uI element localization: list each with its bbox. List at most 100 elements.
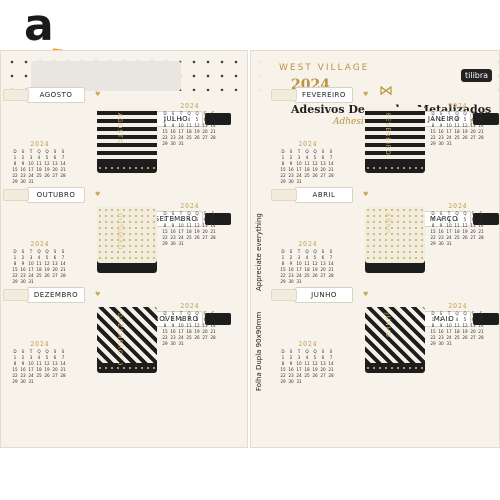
weekday-label: S xyxy=(203,111,207,116)
day-number: 11 xyxy=(454,223,460,228)
day-number: 19 xyxy=(194,329,200,334)
weekday-label: S xyxy=(329,149,333,154)
side-tagline: Appreciate everything xyxy=(255,213,263,291)
weekday-label: T xyxy=(29,149,33,154)
day-number: 16 xyxy=(288,167,294,172)
weekday-label: S xyxy=(479,111,483,116)
day-number: 4 xyxy=(37,255,41,260)
day-number: 8 xyxy=(163,223,167,228)
weekday-label: Q xyxy=(37,349,41,354)
day-number: 15 xyxy=(280,267,286,272)
day-number: 12 xyxy=(462,123,468,128)
day-number: 28 xyxy=(60,373,66,378)
day-number: 31 xyxy=(28,379,34,384)
day-number: 15 xyxy=(430,229,436,234)
month-tab-label[interactable]: OUTUBRO xyxy=(27,187,85,203)
month-tab-label[interactable]: AGOSTO xyxy=(27,87,85,103)
day-number: 31 xyxy=(446,141,452,146)
day-number: 13 xyxy=(470,223,476,228)
day-number: 6 xyxy=(321,155,325,160)
day-number: 21 xyxy=(210,229,216,234)
logo-letter: a xyxy=(24,0,54,51)
day-number: 13 xyxy=(202,223,208,228)
weekday-label: T xyxy=(447,211,451,216)
day-number: 2 xyxy=(439,217,443,222)
day-number: 18 xyxy=(36,267,42,272)
day-number: 5 xyxy=(463,317,467,322)
day-number: 19 xyxy=(194,229,200,234)
day-number: 22 xyxy=(280,373,286,378)
month-sticker-tile xyxy=(97,207,157,263)
day-number: 23 xyxy=(20,373,26,378)
day-number: 1 xyxy=(281,155,285,160)
day-number: 30 xyxy=(438,241,444,246)
day-number: 17 xyxy=(28,167,34,172)
day-number: 22 xyxy=(280,173,286,178)
day-number: 13 xyxy=(202,323,208,328)
day-number: 15 xyxy=(12,367,18,372)
day-number: 20 xyxy=(52,367,58,372)
calendar-year: 2024 xyxy=(30,241,50,248)
day-number: 13 xyxy=(320,161,326,166)
month-tab-label[interactable]: DEZEMBRO xyxy=(27,287,85,303)
weekday-label: S xyxy=(479,211,483,216)
day-number: 14 xyxy=(210,323,216,328)
weekday-label: Q xyxy=(463,211,467,216)
weekday-label: S xyxy=(289,349,293,354)
month-sticker-tile xyxy=(97,307,157,363)
day-number: 13 xyxy=(52,361,58,366)
month-tab-label[interactable]: FEVEREIRO xyxy=(295,87,353,103)
day-number: 13 xyxy=(52,261,58,266)
weekday-label: Q xyxy=(187,211,191,216)
weekday-label: Q xyxy=(313,349,317,354)
weekday-label: S xyxy=(171,211,175,216)
day-number: 9 xyxy=(21,161,25,166)
day-number: 23 xyxy=(438,235,444,240)
weekday-label: S xyxy=(21,249,25,254)
day-number: 18 xyxy=(186,229,192,234)
day-number: 3 xyxy=(179,217,183,222)
day-number: 24 xyxy=(446,335,452,340)
bow-icon: ⋈ xyxy=(379,83,393,99)
month-sticker-tile xyxy=(97,107,157,163)
day-number: 29 xyxy=(162,141,168,146)
day-number: 3 xyxy=(179,317,183,322)
day-number: 24 xyxy=(178,335,184,340)
day-number: 24 xyxy=(446,235,452,240)
weekday-label: Q xyxy=(195,111,199,116)
month-tab-label[interactable]: JUNHO xyxy=(295,287,353,303)
day-number: 27 xyxy=(470,135,476,140)
day-number: 31 xyxy=(296,379,302,384)
day-number: 6 xyxy=(53,255,57,260)
month-tab-label[interactable]: ABRIL xyxy=(295,187,353,203)
day-number: 28 xyxy=(478,135,484,140)
heart-icon: ♥ xyxy=(363,291,369,298)
day-number: 4 xyxy=(305,255,309,260)
day-number: 13 xyxy=(470,323,476,328)
day-number: 6 xyxy=(53,155,57,160)
day-number: 9 xyxy=(21,361,25,366)
day-number: 29 xyxy=(430,341,436,346)
day-number: 2 xyxy=(439,317,443,322)
day-number: 26 xyxy=(312,273,318,278)
month-tab-flag xyxy=(3,289,29,301)
day-number: 6 xyxy=(203,317,207,322)
day-number: 19 xyxy=(312,267,318,272)
day-number: 22 xyxy=(162,235,168,240)
weekday-label: S xyxy=(21,149,25,154)
day-number: 3 xyxy=(29,255,33,260)
weekday-label: S xyxy=(471,111,475,116)
day-number: 1 xyxy=(281,355,285,360)
day-number: 11 xyxy=(304,161,310,166)
day-number: 14 xyxy=(478,323,484,328)
day-number: 30 xyxy=(20,379,26,384)
day-number: 25 xyxy=(36,273,42,278)
month-vertical-label: AGOSTO xyxy=(116,113,123,145)
day-number: 25 xyxy=(454,235,460,240)
day-number: 21 xyxy=(328,367,334,372)
